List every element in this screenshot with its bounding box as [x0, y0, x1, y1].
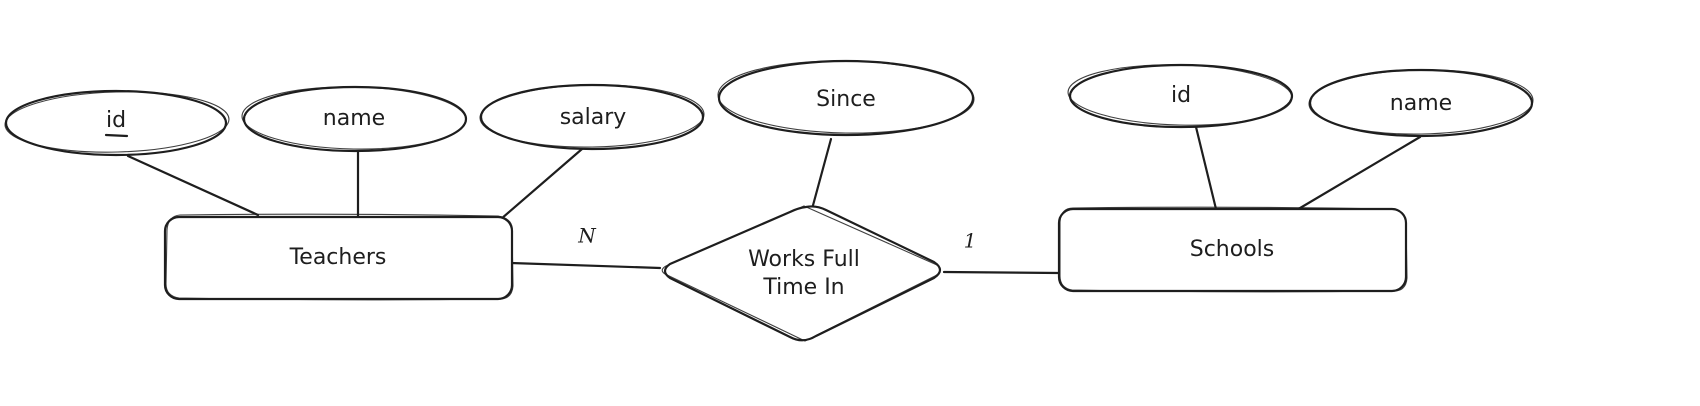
relationship-label-line-2: Time In	[762, 275, 844, 300]
attribute-since-sketch-stroke	[717, 60, 975, 134]
attribute-school-name-label: name	[1390, 91, 1452, 116]
attribute-school-id-sketch-stroke	[1067, 64, 1293, 126]
attribute-teacher-name-sketch-stroke	[241, 86, 467, 150]
relationship-diamond	[663, 205, 942, 342]
attribute-teacher-id-label: id	[106, 108, 126, 133]
attribute-school-name-sketch-stroke	[1308, 69, 1534, 135]
attribute-teacher-id-sketch-stroke	[4, 91, 230, 153]
attribute-school-id-label: id	[1171, 83, 1191, 108]
cardinality-teachers-side: N	[577, 224, 597, 248]
cardinality-schools-side: 1	[964, 229, 977, 253]
connector-teacher-id	[126, 154, 260, 217]
relationship-diamond-sketch-stroke	[661, 205, 941, 342]
connector-school-id	[1194, 125, 1218, 211]
entity-teachers-sketch-stroke	[165, 213, 514, 301]
attribute-teacher-id-ellipse	[4, 89, 228, 157]
connector-teachers-works	[509, 261, 662, 270]
connector-works-since	[810, 137, 833, 211]
attribute-since-label: Since	[816, 87, 876, 112]
entity-schools-sketch-stroke	[1059, 206, 1408, 293]
connector-works-schools	[942, 270, 1061, 275]
connector-teacher-salary	[499, 147, 584, 221]
relationship-works-full-time-in: Works Full Time In	[661, 205, 942, 342]
entity-teachers: Teachers	[163, 213, 514, 301]
relationship-label-line-1: Works Full	[748, 247, 860, 272]
entity-schools-label: Schools	[1190, 237, 1275, 262]
connectors	[126, 125, 1422, 275]
entity-schools: Schools	[1057, 206, 1408, 293]
attribute-teacher-name-label: name	[323, 106, 385, 131]
attribute-school-id: id	[1067, 63, 1294, 129]
attribute-teacher-id: id	[4, 89, 230, 157]
entity-teachers-label: Teachers	[289, 245, 387, 270]
attribute-teacher-salary-sketch-stroke	[479, 84, 705, 148]
attribute-school-name: name	[1308, 68, 1534, 138]
attribute-since: Since	[717, 59, 975, 137]
primary-key-underline	[104, 133, 129, 138]
attribute-teacher-salary-label: salary	[560, 105, 627, 130]
attribute-teacher-name: name	[241, 85, 468, 153]
attribute-teacher-salary: salary	[479, 83, 705, 151]
connector-school-name	[1288, 135, 1422, 216]
